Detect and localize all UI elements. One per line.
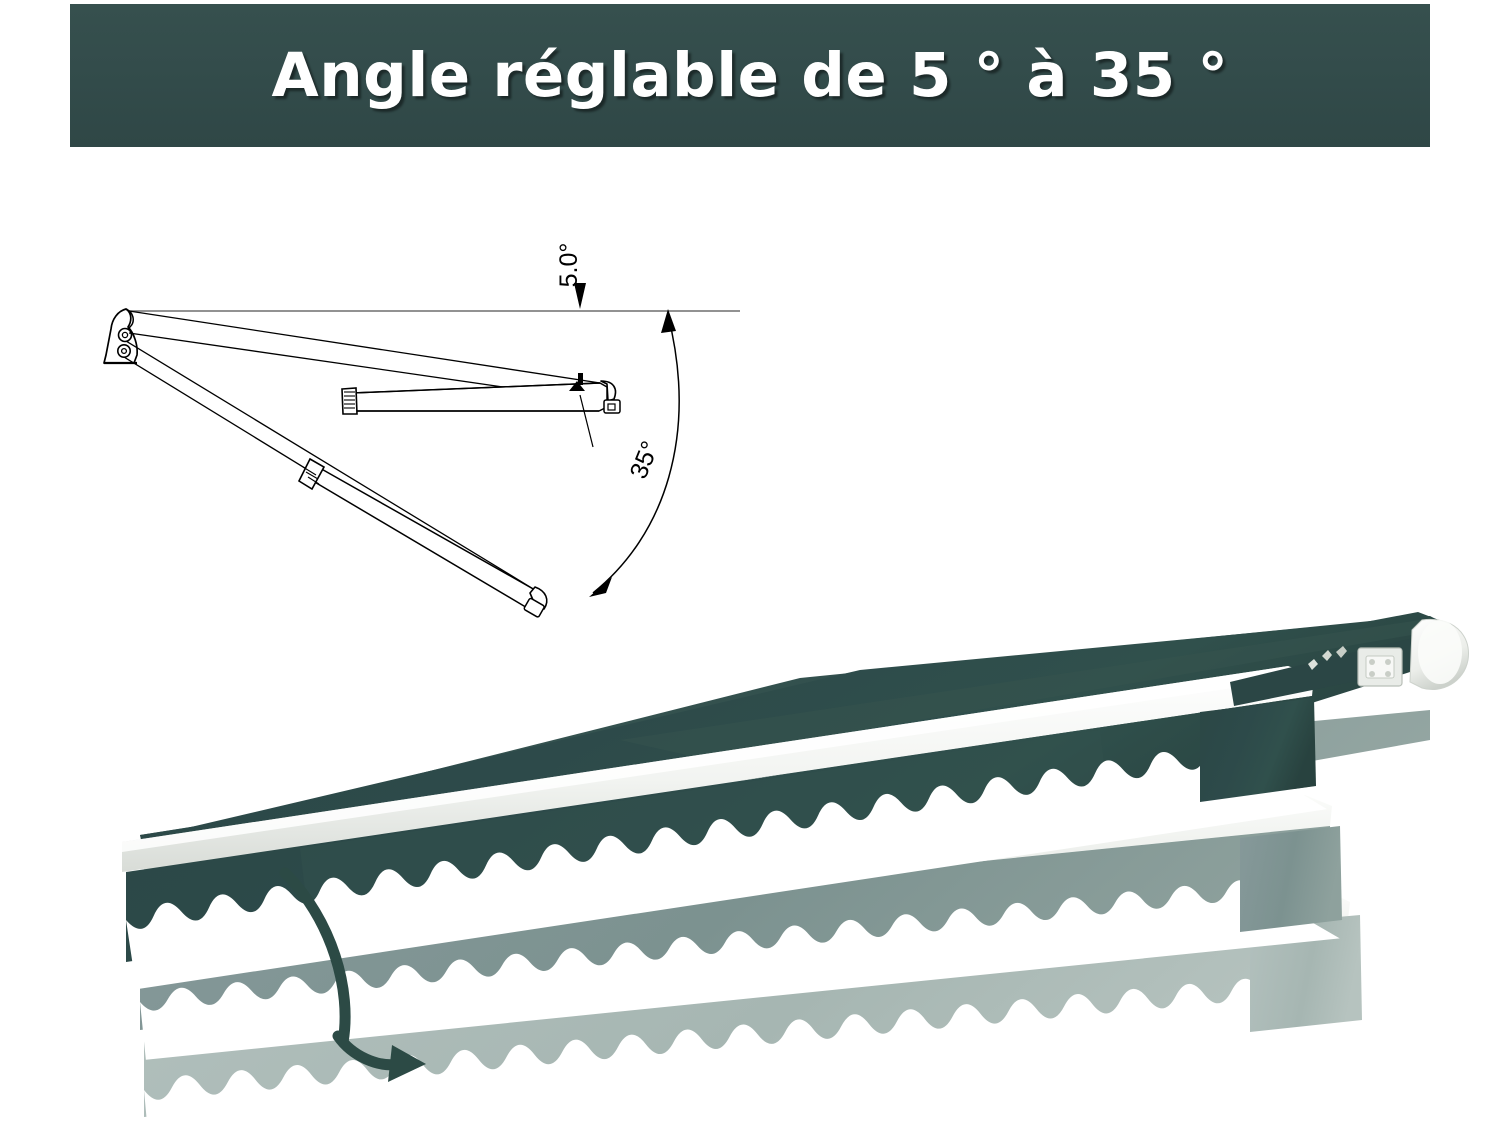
lower-arm: [123, 340, 548, 618]
upper-arm-joint: [341, 387, 358, 415]
arc-bottom-arrowhead: [589, 577, 612, 597]
lower-arm-joint: [297, 457, 326, 491]
lower-arm-end-fitting: [523, 586, 548, 618]
wall-mount-bracket: [1308, 646, 1403, 687]
angle-sweep-arc: 35°: [589, 309, 680, 597]
pivot-bracket-icon: [103, 308, 138, 365]
arrow-head: [388, 1045, 426, 1082]
page-title: Angle réglable de 5 ° à 35 °: [271, 39, 1229, 111]
angle-diagram: 5.0° 35°: [80, 205, 840, 645]
arc-top-arrowhead: [661, 309, 676, 333]
min-angle-arrowhead: [569, 381, 585, 391]
header-banner: Angle réglable de 5 ° à 35 °: [70, 3, 1430, 147]
scalloped-valance: [126, 696, 1327, 990]
front-profile-bar: [122, 666, 1314, 872]
product-illustration: [100, 590, 1500, 1125]
upper-arm-end-fitting: [600, 380, 621, 414]
tilt-direction-arrow: [279, 867, 426, 1082]
upper-arm: [128, 310, 621, 415]
max-angle-label: 35°: [625, 437, 665, 483]
min-angle-annotation: 5.0°: [555, 243, 594, 448]
min-angle-label: 5.0°: [555, 243, 583, 288]
